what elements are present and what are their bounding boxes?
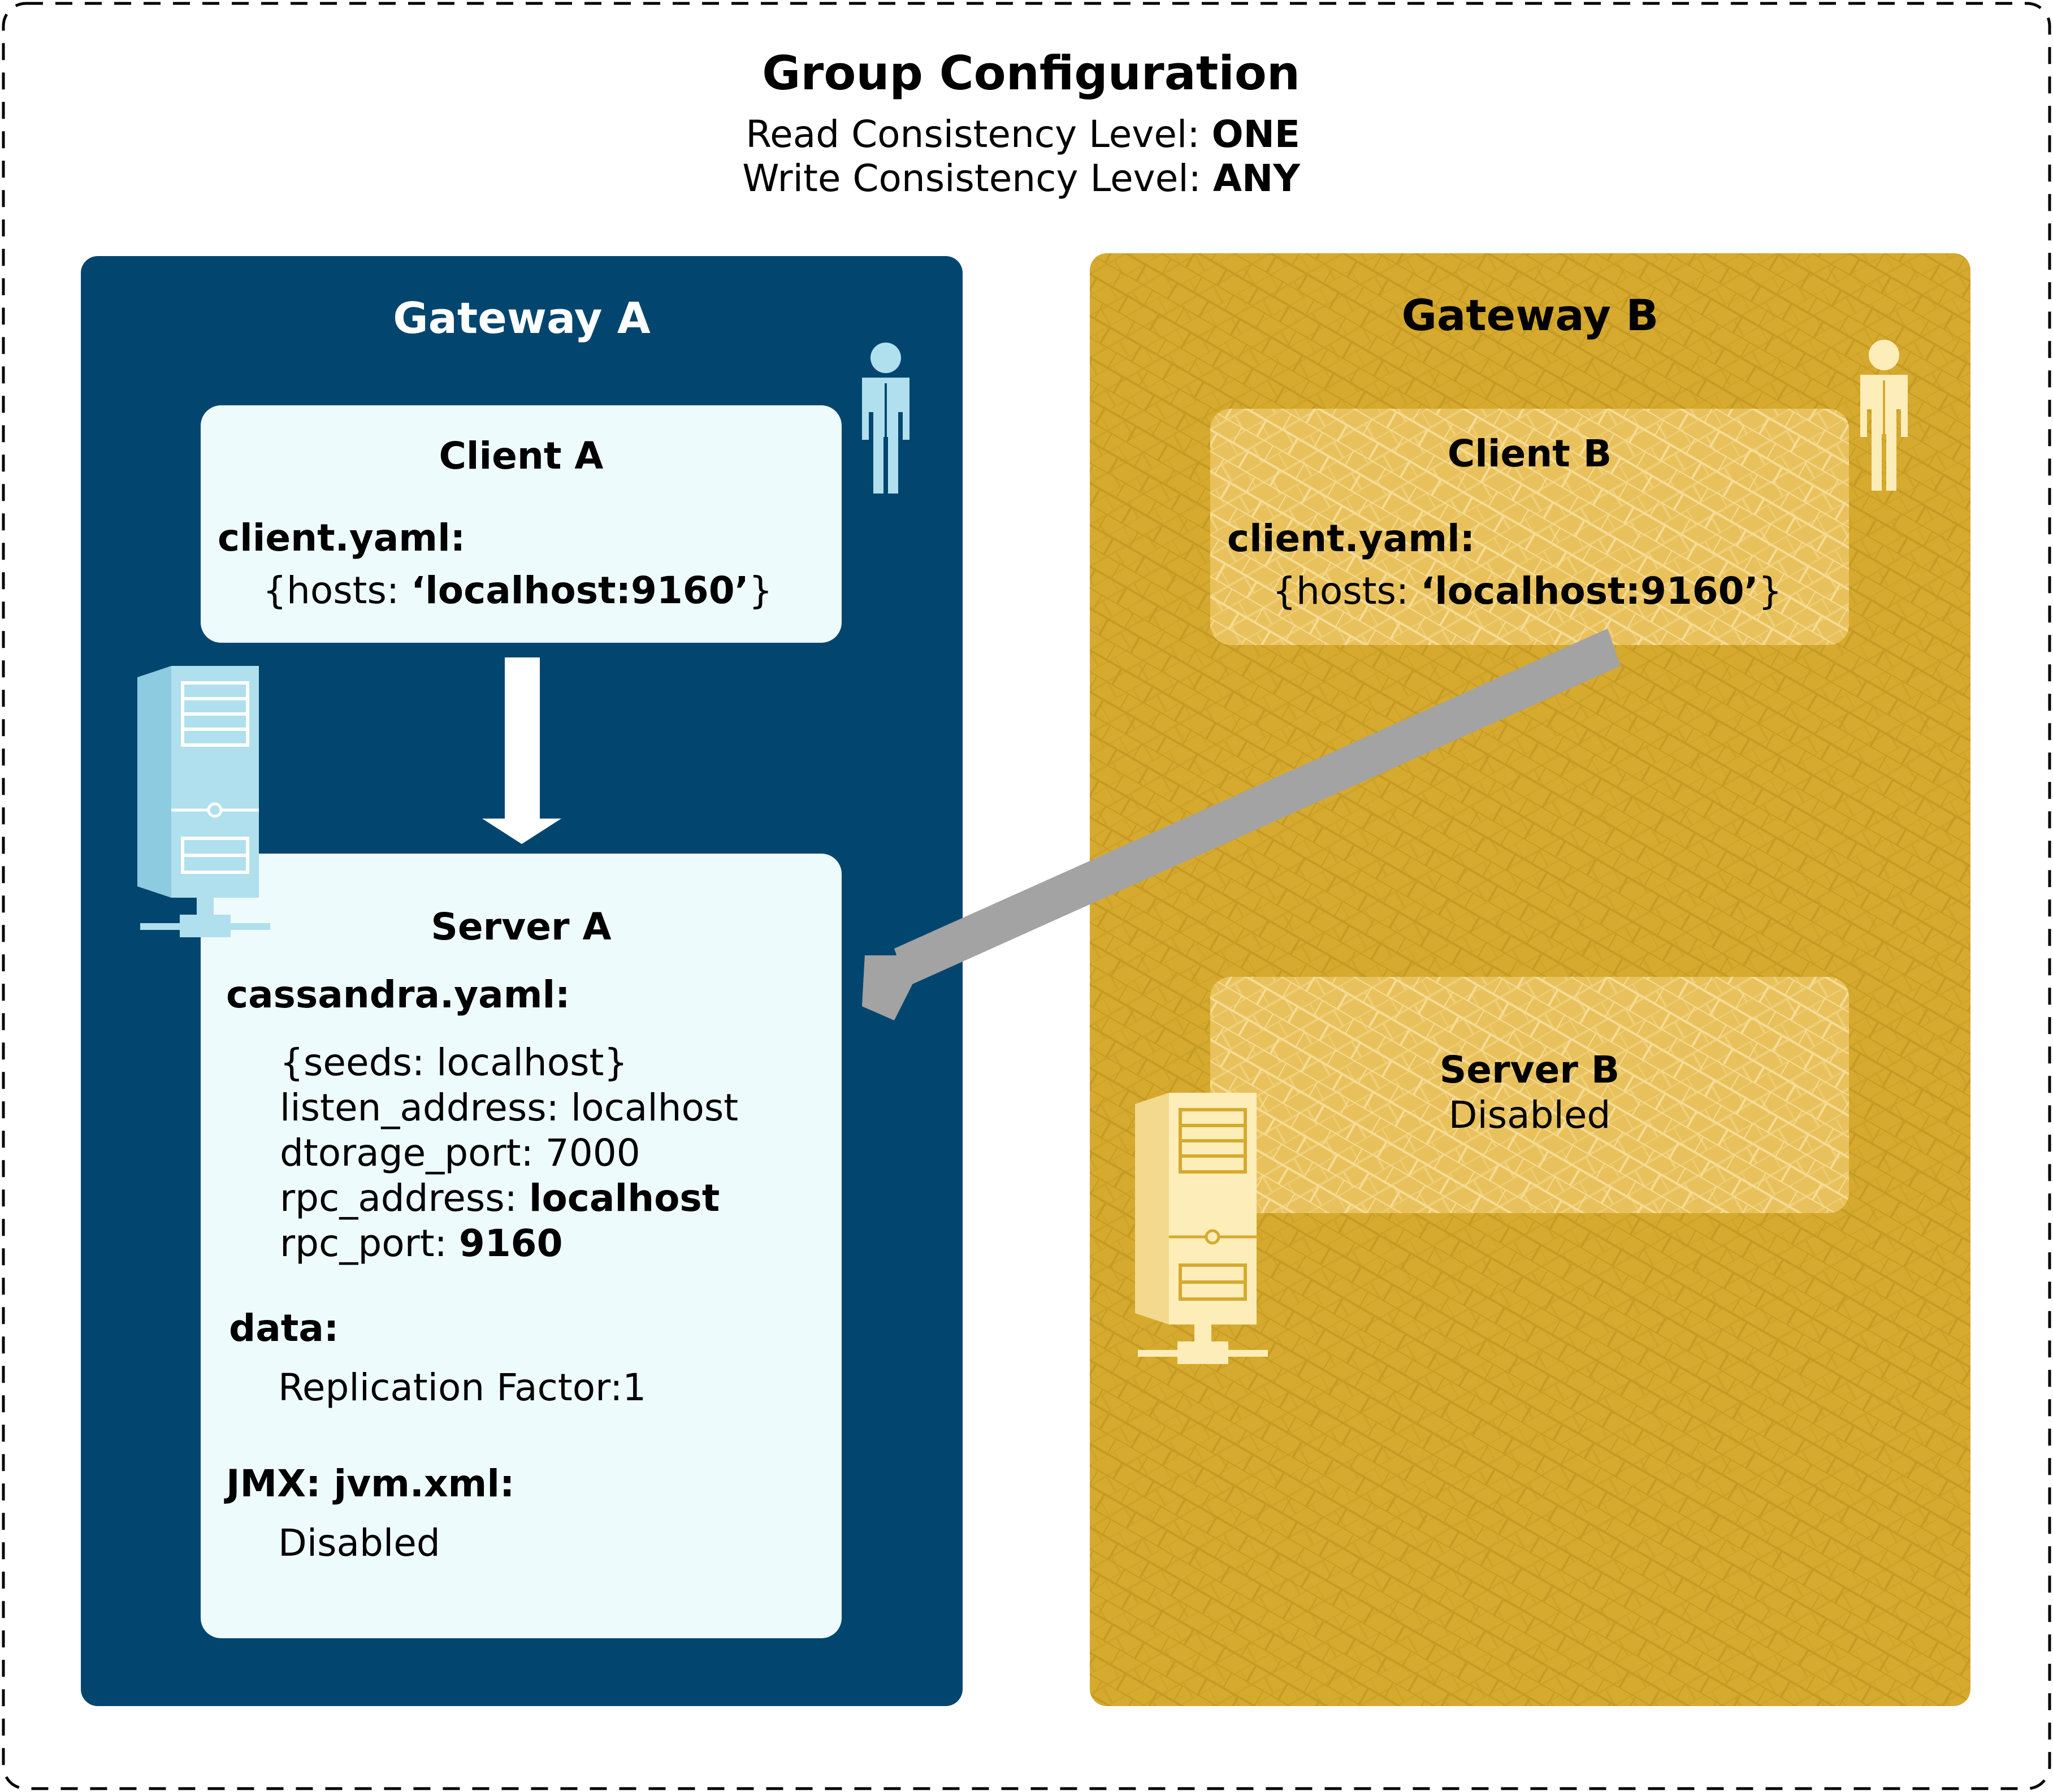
server-a-jmx-label: JMX: jvm.xml:: [226, 1462, 515, 1505]
client-b-file-label: client.yaml:: [1227, 517, 1475, 560]
server-b-title: Server B: [1439, 1048, 1620, 1092]
person-icon: [1860, 340, 1908, 491]
gateway-b-title: Gateway B: [1401, 290, 1659, 340]
server-tower-icon: [137, 666, 270, 937]
server-a-listen-address: listen_address: localhost: [280, 1086, 739, 1129]
gateway-a: Gateway A Client A client.yaml: {hosts: …: [81, 256, 963, 1706]
server-a-replication: Replication Factor:1: [278, 1366, 647, 1409]
server-a-rpc-address: rpc_address: localhost: [280, 1176, 720, 1221]
write-consistency-label: Write Consistency Level:: [742, 157, 1213, 200]
server-b-box: Server B Disabled: [1210, 977, 1849, 1213]
client-a-hosts-prefix: {hosts:: [263, 569, 412, 612]
down-arrow: [482, 657, 561, 844]
server-a-file-label: cassandra.yaml:: [226, 973, 570, 1016]
write-consistency-value: ANY: [1212, 157, 1300, 200]
gateway-a-title: Gateway A: [393, 293, 651, 343]
server-a-jmx-value: Disabled: [278, 1521, 440, 1565]
server-a-title: Server A: [431, 905, 612, 949]
read-consistency-value: ONE: [1211, 112, 1300, 156]
client-b-title: Client B: [1447, 432, 1612, 475]
read-consistency: Read Consistency Level: ONE: [509, 112, 1300, 157]
client-b-hosts-value: ‘localhost:9160’: [1420, 569, 1759, 613]
client-b-box: Client B client.yaml: {hosts: ‘localhost…: [1210, 409, 1849, 645]
client-b-texture: [1210, 409, 1849, 645]
rpc-address-value: localhost: [529, 1176, 720, 1220]
client-a-hosts: {hosts: ‘localhost:9160’}: [263, 568, 773, 613]
rpc-port-value: 9160: [458, 1222, 563, 1265]
server-a-box: Server A cassandra.yaml: {seeds: localho…: [201, 854, 842, 1638]
server-b-status: Disabled: [1448, 1093, 1611, 1137]
server-a-data-label: data:: [229, 1306, 339, 1350]
server-a-seeds: {seeds: localhost}: [280, 1041, 628, 1084]
client-a-hosts-value: ‘localhost:9160’: [411, 569, 749, 612]
server-tower-icon: [1135, 1093, 1268, 1364]
client-b-hosts-prefix: {hosts:: [1272, 569, 1421, 613]
server-a-storage-port: dtorage_port: 7000: [280, 1131, 640, 1175]
page-title: Group Configuration: [762, 46, 1300, 101]
write-consistency: Write Consistency Level: ANY: [509, 156, 1300, 201]
server-b-texture: [1210, 977, 1849, 1213]
rpc-address-label: rpc_address:: [280, 1176, 529, 1220]
server-a-rpc-port: rpc_port: 9160: [280, 1221, 563, 1266]
client-a-title: Client A: [439, 434, 604, 478]
person-icon: [862, 343, 909, 494]
rpc-port-label: rpc_port:: [280, 1222, 459, 1265]
client-a-hosts-suffix: }: [748, 569, 773, 612]
client-a-box: Client A client.yaml: {hosts: ‘localhost…: [201, 405, 842, 643]
gateway-b: Gateway B Client B client.yaml: {hosts: …: [1090, 253, 1970, 1706]
header: Group Configuration Read Consistency Lev…: [0, 0, 2053, 226]
client-b-hosts-suffix: }: [1758, 569, 1782, 613]
client-b-hosts: {hosts: ‘localhost:9160’}: [1272, 569, 1782, 614]
client-a-file-label: client.yaml:: [218, 516, 466, 560]
read-consistency-label: Read Consistency Level:: [746, 112, 1212, 156]
